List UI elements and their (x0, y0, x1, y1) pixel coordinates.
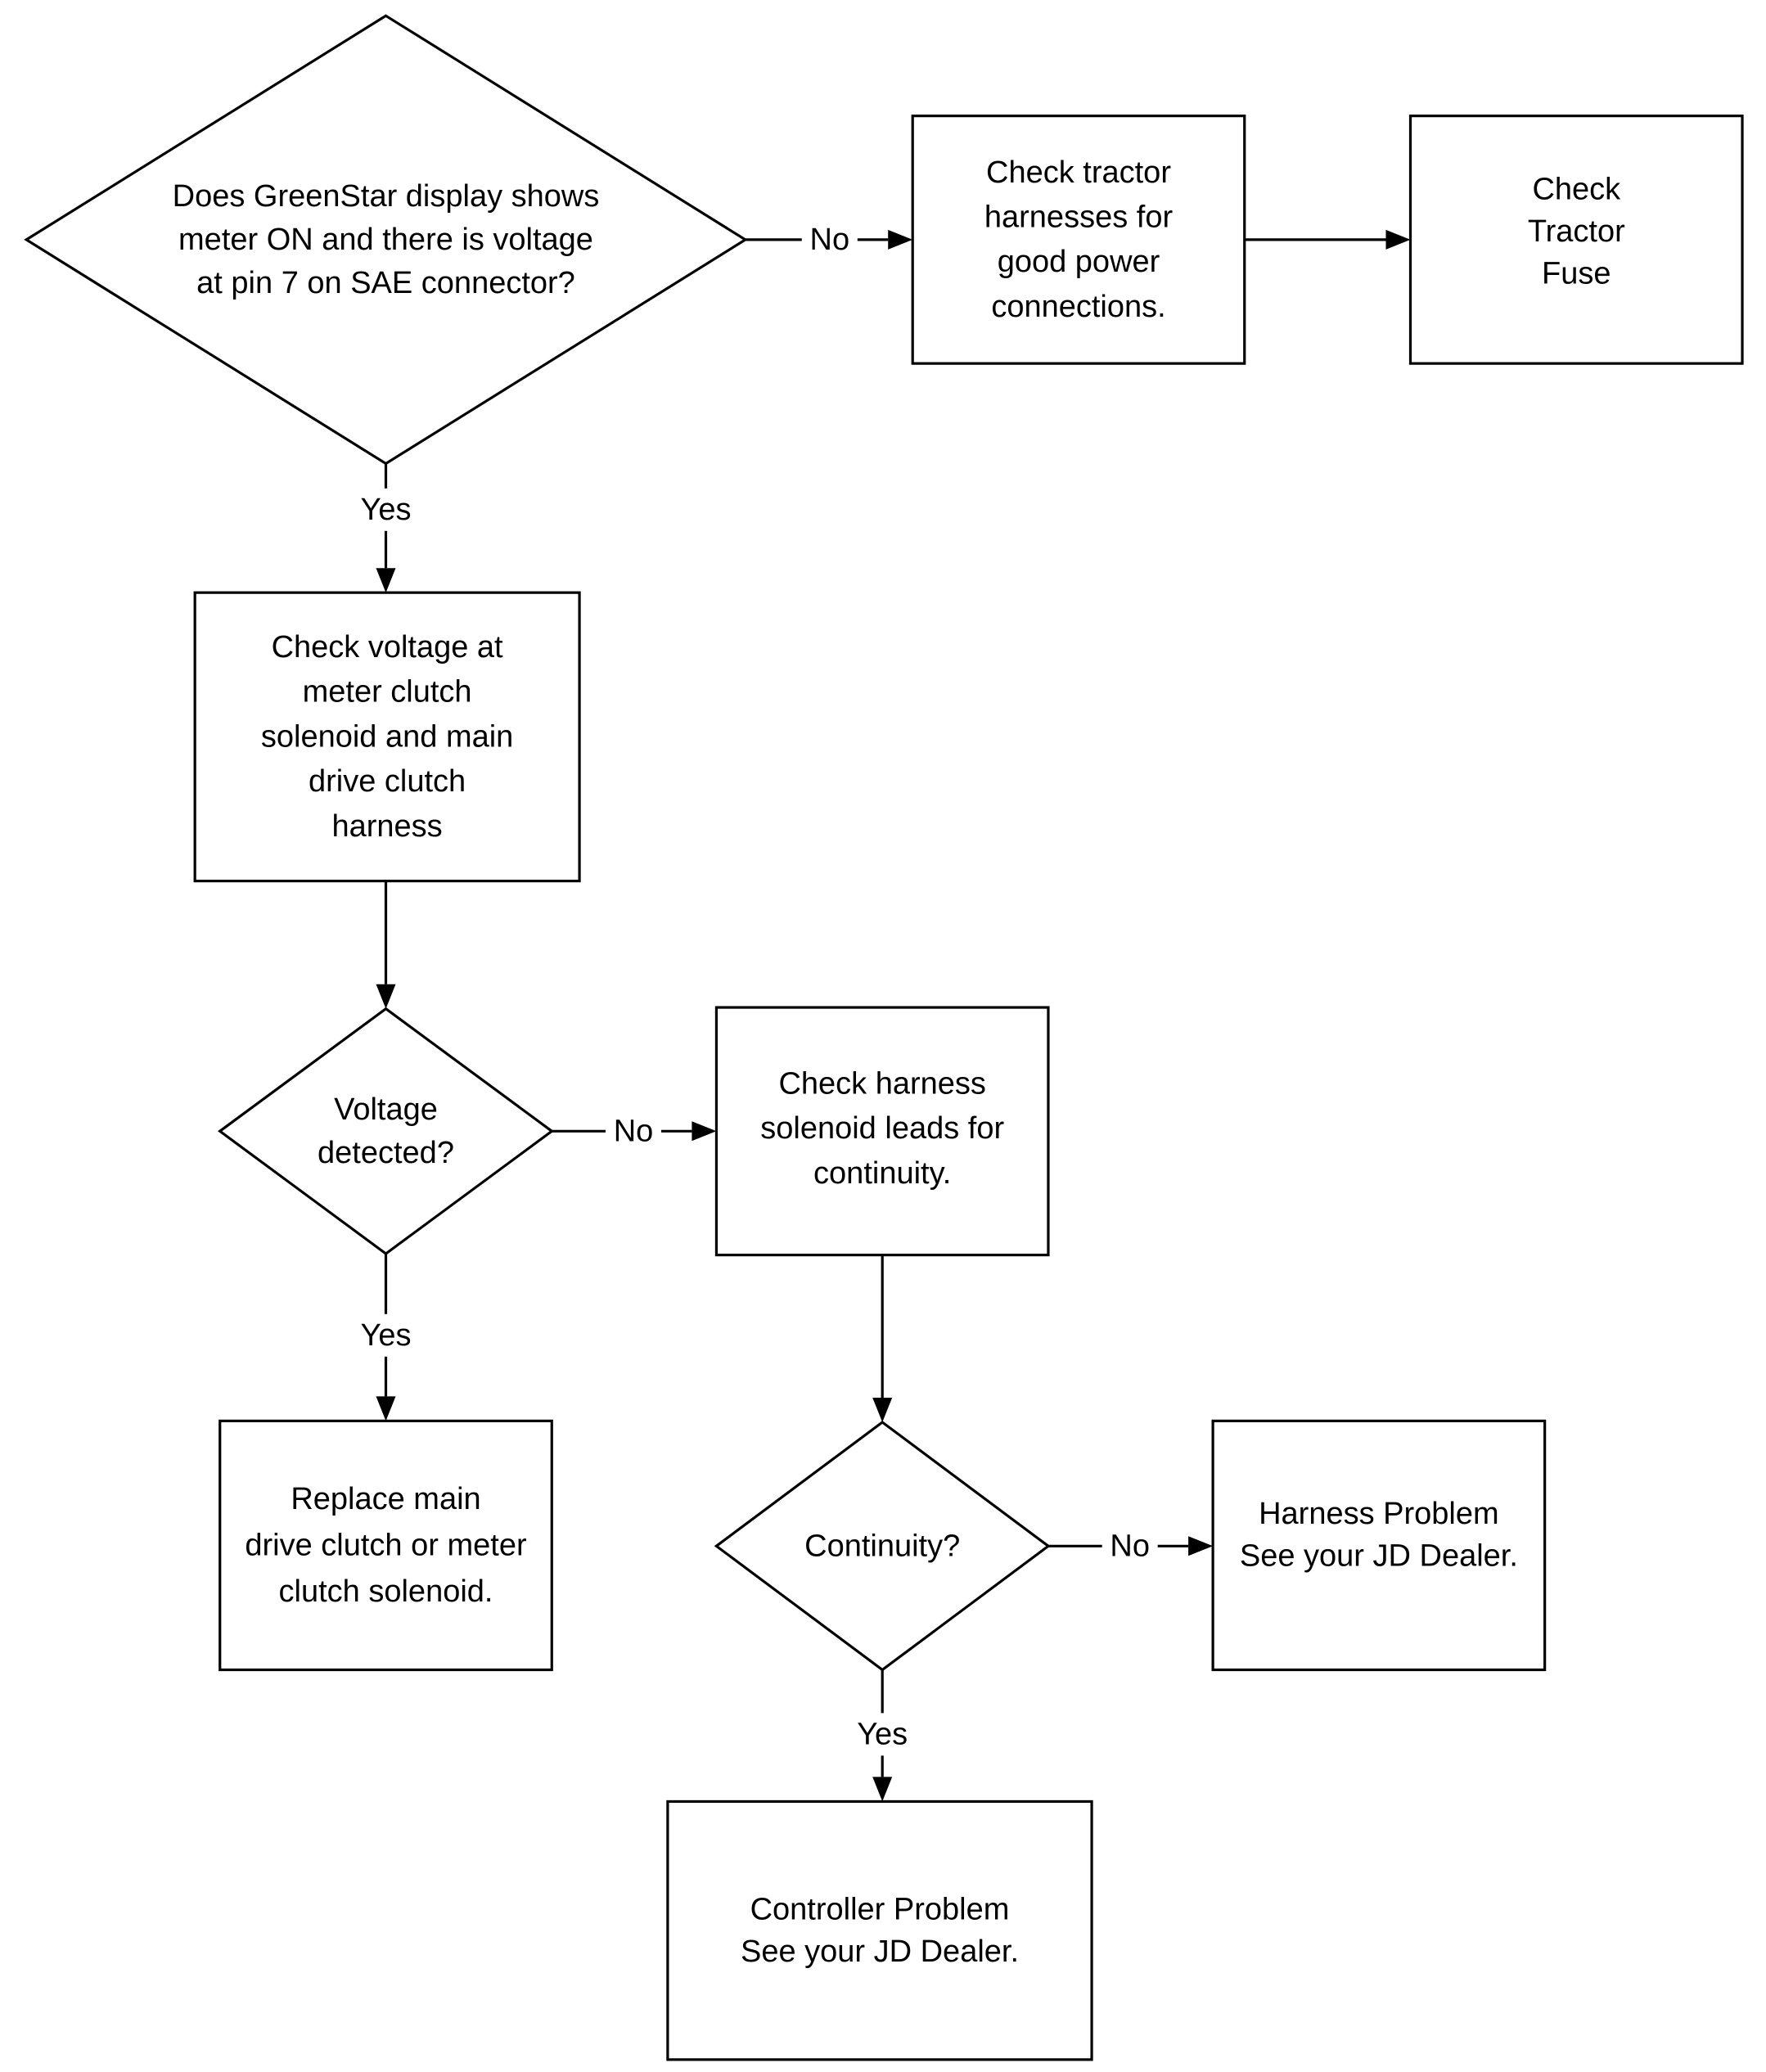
node-text-line: Tractor (1528, 214, 1625, 249)
node-text-line: drive clutch (309, 764, 466, 799)
node-text-line: drive clutch or meter (245, 1529, 527, 1563)
edge-label: Yes (361, 493, 412, 527)
edge-harness-fuse (1244, 229, 1411, 250)
arrowhead (872, 1398, 893, 1422)
edge-q3-no: No (1048, 1525, 1214, 1568)
node-text-line: Check voltage at (272, 630, 503, 664)
node-text-line: meter ON and there is voltage (178, 223, 593, 257)
node-q-voltage: Voltage detected? (218, 1007, 554, 1255)
node-check-leads: Check harness solenoid leads for continuit… (714, 1006, 1050, 1257)
process-box (1408, 115, 1744, 365)
node-text-line: continuity. (813, 1156, 951, 1191)
node-text-line: Check (1532, 173, 1621, 207)
node-text-line: at pin 7 on SAE connector? (196, 266, 575, 300)
process-box (1211, 1419, 1547, 1672)
node-text-line: Controller Problem (750, 1892, 1010, 1926)
process-box (193, 591, 581, 883)
node-text-line: Does GreenStar display shows (173, 179, 600, 214)
node-text-line: detected? (318, 1136, 454, 1170)
decision-diamond (714, 1421, 1051, 1672)
arrowhead (376, 568, 396, 593)
edge-label: Yes (361, 1318, 412, 1353)
arrowhead (872, 1777, 893, 1802)
edge-label-bg (606, 1110, 661, 1153)
node-text-line: harnesses for (984, 200, 1174, 235)
decision-diamond (218, 1007, 554, 1255)
edge-q1-yes: Yes (348, 463, 424, 593)
edge-label-bg (1101, 1525, 1158, 1568)
edge-label-bg (348, 488, 424, 531)
node-text-line: See your JD Dealer. (741, 1935, 1019, 1969)
node-text-line: Voltage (334, 1092, 438, 1127)
process-box (714, 1006, 1050, 1257)
arrowhead (376, 984, 396, 1009)
edge-label-bg (845, 1713, 921, 1756)
arrowhead (1188, 1536, 1214, 1556)
node-text-line: clutch solenoid. (279, 1574, 493, 1609)
edge-q2-yes: Yes (348, 1254, 424, 1421)
node-text-line: solenoid and main (261, 719, 513, 754)
node-text-line: connections. (991, 290, 1165, 324)
edge-label: Yes (857, 1717, 908, 1751)
edge-voltage-q2 (376, 881, 396, 1009)
node-text-line: Replace main (291, 1482, 480, 1516)
node-text-line: Harness Problem (1259, 1497, 1499, 1531)
edge-q2-no: No (552, 1110, 717, 1153)
edge-leads-q3 (872, 1254, 893, 1422)
edge-label: No (810, 223, 850, 257)
edge-label-bg (348, 1313, 424, 1357)
node-check-harnesses: Check tractor harnesses for good power conn… (911, 115, 1246, 365)
node-text-line: solenoid leads for (760, 1111, 1004, 1146)
arrowhead (692, 1121, 717, 1142)
process-box (218, 1419, 553, 1672)
edge-label: No (1110, 1529, 1150, 1563)
edge-q1-no: No (745, 218, 913, 261)
node-text-line: good power (998, 245, 1160, 279)
node-text-line: Continuity? (804, 1529, 960, 1563)
node-text-line: harness (331, 809, 442, 844)
node-text-line: Fuse (1542, 257, 1611, 291)
node-text-line: meter clutch (303, 675, 472, 709)
arrowhead (376, 1396, 396, 1421)
arrowhead (888, 229, 913, 250)
node-q-continuity: Continuity? (714, 1421, 1051, 1672)
node-text-line: Check tractor (986, 155, 1171, 190)
edge-q3-yes: Yes (845, 1669, 921, 1802)
decision-diamond (24, 14, 748, 466)
edge-label-bg (801, 218, 858, 261)
arrowhead (1385, 229, 1411, 250)
node-text-line: See your JD Dealer. (1240, 1538, 1518, 1573)
edge-label: No (614, 1114, 654, 1148)
process-box (911, 115, 1246, 365)
process-box (666, 1799, 1093, 2061)
node-text-line: Check harness (778, 1066, 985, 1101)
node-replace-clutch: Replace main drive clutch or meter clutch … (218, 1419, 553, 1672)
node-check-voltage: Check voltage at meter clutch solenoid and… (193, 591, 581, 883)
node-q-greenstar: Does GreenStar display shows meter ON and… (24, 14, 748, 466)
